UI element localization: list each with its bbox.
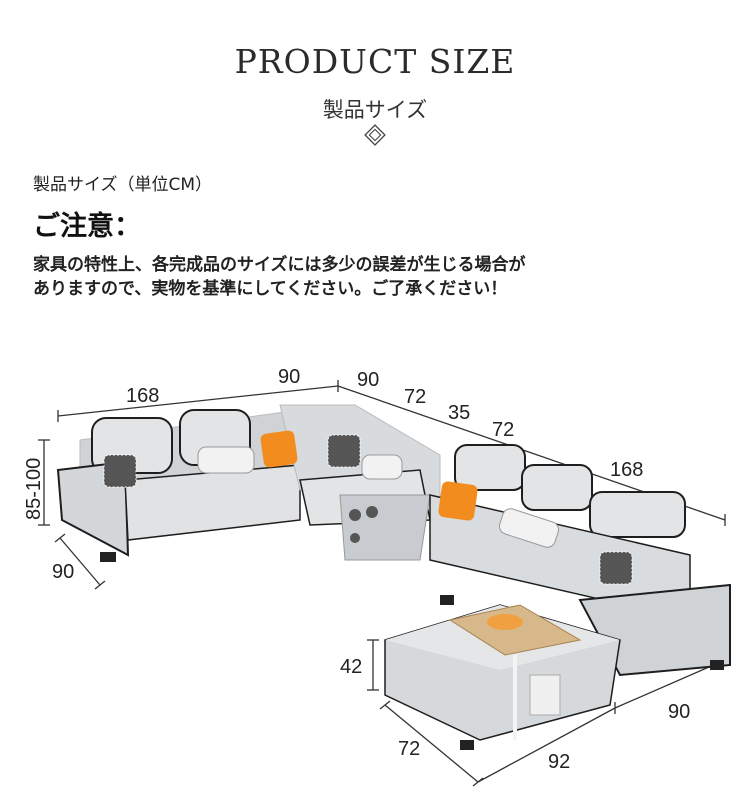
dim-back-mid-2: 90 [357, 369, 379, 391]
dim-ottoman-height: 42 [340, 656, 362, 678]
dim-back-right-1: 72 [492, 419, 514, 441]
dim-depth-left: 90 [52, 561, 74, 583]
page-title: PRODUCT SIZE [234, 42, 516, 81]
notice-line-1: 家具の特性上、各完成品のサイズには多少の誤差が生じる場合が [33, 255, 526, 275]
diamond-ornament-icon [364, 124, 386, 146]
dim-back-left: 168 [126, 385, 159, 407]
notice-line-2: ありますので、実物を基準にしてください。ご了承ください！ [33, 279, 508, 299]
dim-back-right-2: 168 [610, 459, 643, 481]
sofa-dimension-diagram: 168 90 90 72 35 72 168 85-100 90 42 90 7… [23, 366, 731, 787]
dim-back-mid-1: 90 [278, 366, 300, 388]
notice-heading: ご注意： [33, 211, 141, 242]
dim-ottoman-depth: 72 [398, 738, 420, 760]
page-subtitle: 製品サイズ [322, 98, 428, 122]
dim-depth-right: 90 [668, 701, 690, 723]
sofa-illustration [56, 404, 731, 750]
dim-back-mid-3: 72 [404, 386, 426, 408]
dim-console: 35 [448, 402, 470, 424]
dim-height: 85-100 [23, 458, 45, 520]
dim-ottoman-width: 92 [548, 751, 570, 773]
unit-info: 製品サイズ（単位CM） [33, 175, 213, 195]
